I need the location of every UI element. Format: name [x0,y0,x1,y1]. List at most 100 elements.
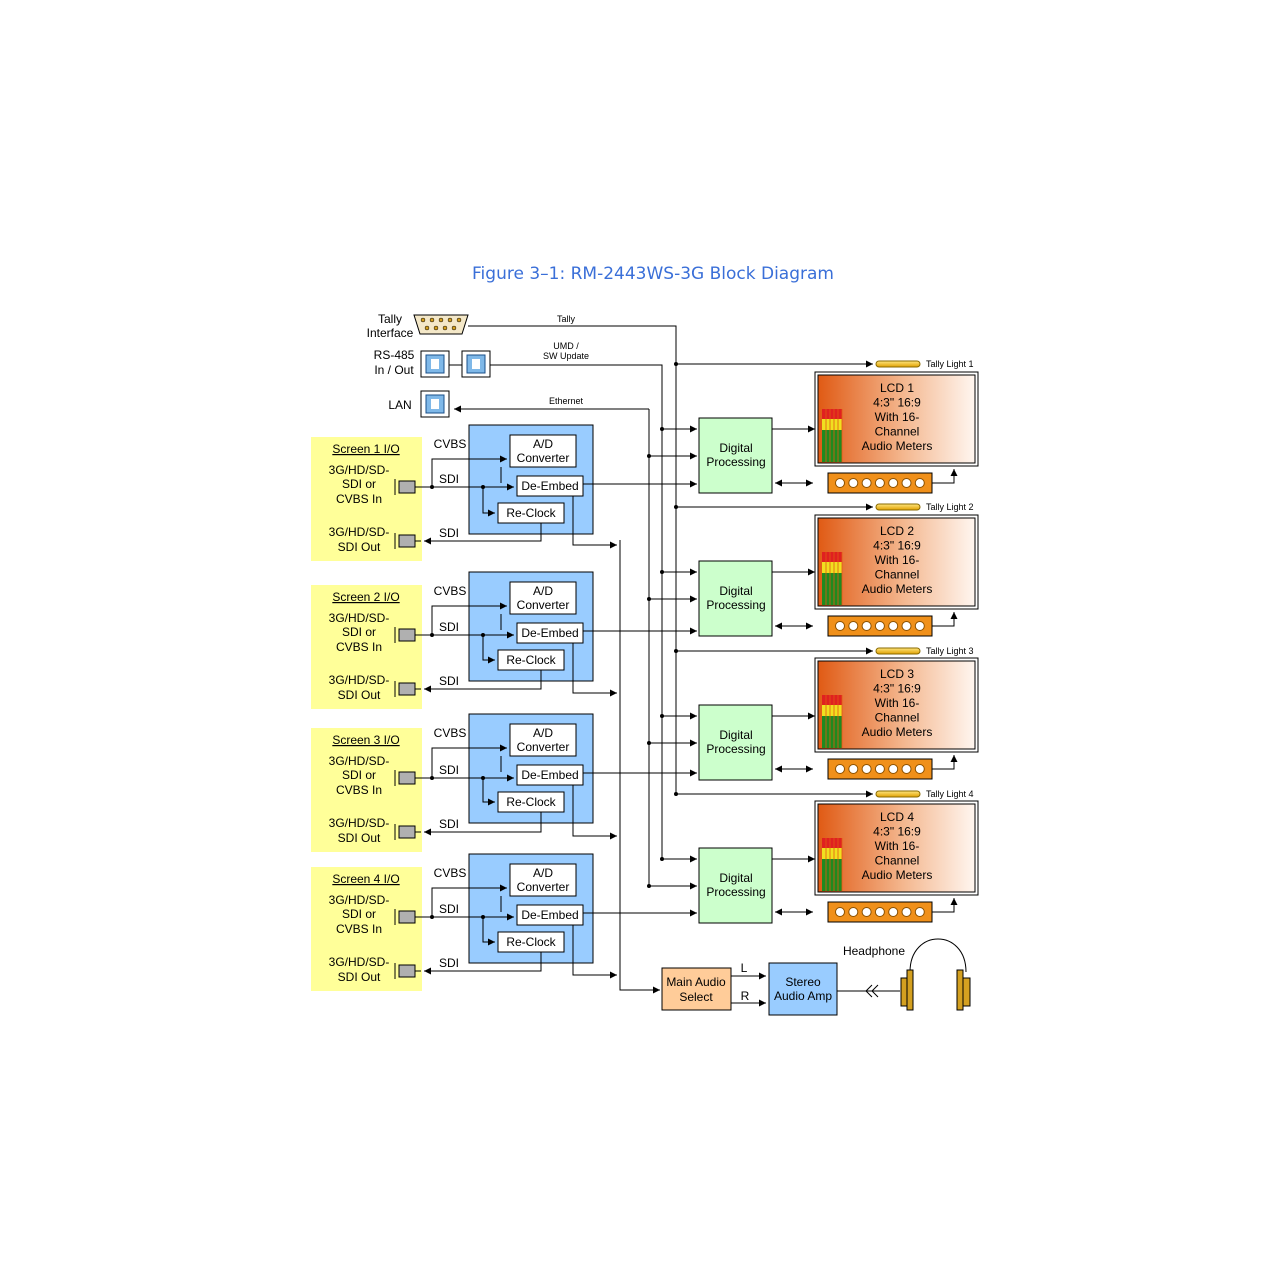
tally-light-icon [875,360,921,368]
cvbs-signal-label: CVBS [434,437,467,451]
sdi-in-label: CVBS In [336,640,382,654]
button-icon [888,907,899,917]
sdi-signal-label: SDI [439,674,459,688]
lcd-text: With 16- [875,839,920,853]
lcd-screen [817,660,976,750]
bnc-connector-icon [394,681,421,697]
lan: LAN [388,390,450,418]
button-icon [848,621,859,631]
ad-converter-label: Converter [517,880,570,894]
rs485: RS-485 In / Out [374,348,491,378]
ad-converter-label: A/D [533,584,553,598]
audio-meter-icon [822,409,843,462]
button-icon [914,764,925,774]
lcd-text: Channel [875,425,920,439]
button-strip [827,615,933,637]
umd-signal-label-2: SW Update [543,351,589,361]
bnc-connector-icon [394,909,421,925]
de-embed-block [516,904,584,926]
sdi-out-label: 3G/HD/SD- [329,525,390,539]
sdi-signal-label: SDI [439,902,459,916]
re-clock-label: Re-Clock [506,506,556,520]
sdi-signal-label: SDI [439,472,459,486]
audio-meter-icon [822,552,843,605]
rs485-label-1: RS-485 [374,348,415,362]
button-icon [874,621,885,631]
digital-processing-label: Processing [706,885,765,899]
sdi-out-label: SDI Out [338,540,381,554]
digital-processing-label: Processing [706,742,765,756]
button-strip [827,472,933,494]
lcd-text: With 16- [875,410,920,424]
sdi-signal-label: SDI [439,620,459,634]
lcd-text: LCD 1 [880,381,914,395]
de-embed-label: De-Embed [521,768,578,782]
bnc-connector-icon [394,770,421,786]
button-icon [848,764,859,774]
re-clock-label: Re-Clock [506,653,556,667]
sdi-in-label: CVBS In [336,783,382,797]
button-strip [827,901,933,923]
sdi-signal-label: SDI [439,817,459,831]
sdi-in-label: 3G/HD/SD- [329,463,390,477]
digital-processing-block [698,704,773,781]
button-icon [914,621,925,631]
button-icon [888,621,899,631]
lcd-text: Channel [875,854,920,868]
button-icon [888,764,899,774]
sdi-signal-label: SDI [439,526,459,540]
tally-interface-label-2: Interface [367,326,414,340]
tally-signal-label: Tally [557,314,576,324]
ad-converter-label: A/D [533,866,553,880]
top-bus-lines [449,325,677,994]
main-audio-select-block [661,967,732,1011]
button-icon [835,478,845,488]
ad-converter-label: Converter [517,740,570,754]
lcd-text: LCD 3 [880,667,914,681]
lcd-screen [817,517,976,607]
screen-io-title: Screen 3 I/O [332,733,399,747]
cvbs-signal-label: CVBS [434,584,467,598]
tally-interface: Tally Interface [367,312,469,340]
stereo-audio-amp-block [768,962,838,1016]
tally-light-label: Tally Light 1 [926,359,974,369]
sdi-in-label: CVBS In [336,922,382,936]
screen-io-title: Screen 1 I/O [332,442,399,456]
lcd-text: Audio Meters [862,868,933,882]
digital-processing-label: Digital [719,728,752,742]
button-icon [914,907,925,917]
left-channel-label: L [741,961,748,975]
sdi-out-label: 3G/HD/SD- [329,673,390,687]
lcd-text: With 16- [875,696,920,710]
figure-title: Figure 3–1: RM-2443WS-3G Block Diagram [472,264,834,284]
lcd-text: With 16- [875,553,920,567]
audio-meter-icon [822,838,843,891]
button-icon [901,621,912,631]
sdi-in-label: 3G/HD/SD- [329,754,390,768]
tally-light-icon [875,790,921,798]
button-icon [848,478,859,488]
button-icon [848,907,859,917]
lcd-text: Channel [875,568,920,582]
lcd-text: 4:3" 16:9 [873,539,921,553]
rj45-port-icon [420,350,450,378]
re-clock-label: Re-Clock [506,935,556,949]
de-embed-block [516,764,584,786]
re-clock-block [497,931,565,953]
button-icon [835,621,845,631]
lan-label: LAN [388,398,411,412]
button-icon [874,907,885,917]
digital-processing-label: Processing [706,455,765,469]
button-icon [874,764,885,774]
lcd-text: Channel [875,711,920,725]
button-icon [861,478,872,488]
digital-processing-label: Digital [719,584,752,598]
sdi-in-label: SDI or [342,625,376,639]
sdi-signal-label: SDI [439,763,459,777]
lcd-text: 4:3" 16:9 [873,825,921,839]
main-audio-select-label-1: Main Audio [666,975,726,989]
button-icon [861,621,872,631]
